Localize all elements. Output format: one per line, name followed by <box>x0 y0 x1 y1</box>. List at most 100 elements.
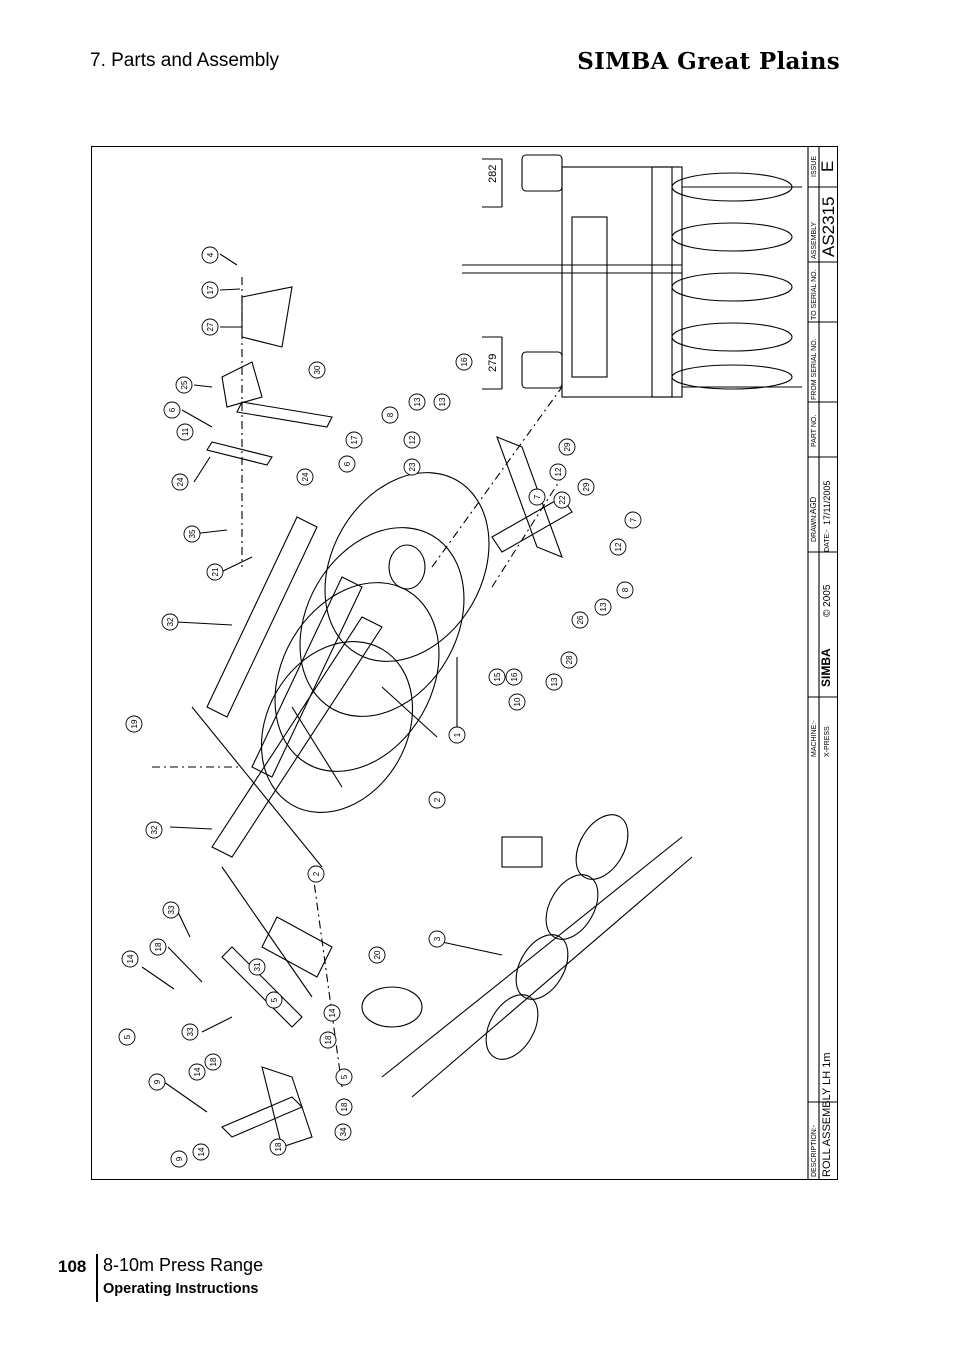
part-no-label: PART NO. <box>811 415 818 447</box>
balloon-label: 5 <box>123 1034 132 1039</box>
balloon-label: 2 <box>312 871 321 876</box>
balloon-label: 18 <box>324 1035 333 1044</box>
machine-value: X-PRESS <box>824 726 831 757</box>
balloon-circle <box>571 611 589 629</box>
balloon-label: 32 <box>166 617 175 626</box>
balloon-circle <box>121 950 139 968</box>
balloon-label: 13 <box>599 602 608 611</box>
balloon-label: 2 <box>433 797 442 802</box>
balloon-circle <box>204 1053 222 1071</box>
balloon-circle <box>448 726 466 744</box>
balloon-circle <box>307 865 325 883</box>
balloon-label: 12 <box>614 542 623 551</box>
balloon-circle <box>296 468 314 486</box>
balloon-label: 15 <box>493 672 502 681</box>
balloon-label: 23 <box>408 462 417 471</box>
balloon-circle <box>145 821 163 839</box>
balloon-circle <box>192 1143 210 1161</box>
balloon-circle <box>148 1073 166 1091</box>
balloon-label: 12 <box>554 467 563 476</box>
balloon-circle <box>560 651 578 669</box>
balloon-circle <box>408 393 426 411</box>
balloon-label: 16 <box>460 357 469 366</box>
balloon-circle <box>334 1123 352 1141</box>
balloon-label: 21 <box>211 567 220 576</box>
balloon-label: 32 <box>150 825 159 834</box>
balloon-circle <box>545 673 563 691</box>
balloon-label: 10 <box>513 697 522 706</box>
balloon-circle <box>319 1031 337 1049</box>
balloon-label: 26 <box>576 615 585 624</box>
issue-label: ISSUE <box>811 156 818 177</box>
balloon-circle <box>161 613 179 631</box>
balloon-circle <box>403 431 421 449</box>
balloon-circle <box>170 1150 188 1168</box>
balloon-label: 13 <box>550 677 559 686</box>
balloon-circle <box>206 563 224 581</box>
to-serial-label: TO SERIAL NO. <box>811 269 818 320</box>
balloon-circle <box>594 598 612 616</box>
dimension-top: 282 <box>487 165 499 183</box>
balloon-circle <box>335 1098 353 1116</box>
balloon-circle <box>201 281 219 299</box>
balloon-label: 22 <box>558 495 567 504</box>
balloon-label: 17 <box>350 435 359 444</box>
balloon-circle <box>553 491 571 509</box>
page-number: 108 <box>58 1257 87 1276</box>
balloon-label: 18 <box>154 942 163 951</box>
balloon-circle <box>505 668 523 686</box>
balloon-label: 20 <box>373 950 382 959</box>
balloon-circle <box>528 488 546 506</box>
balloon-circle <box>201 246 219 264</box>
balloon-circle <box>171 473 189 491</box>
balloon-circle <box>577 478 595 496</box>
balloon-circle <box>558 438 576 456</box>
balloon-label: 30 <box>313 365 322 374</box>
balloon-label: 1 <box>453 732 462 737</box>
balloon-label: 28 <box>565 655 574 664</box>
balloon-circle <box>433 393 451 411</box>
section-title: 7. Parts and Assembly <box>90 50 280 71</box>
balloon-circle <box>265 991 283 1009</box>
balloon-circle <box>616 581 634 599</box>
balloon-label: 7 <box>629 517 638 522</box>
balloon-circle <box>162 901 180 919</box>
copyright: © 2005 <box>822 584 833 617</box>
balloon-circle <box>368 946 386 964</box>
assembly-value: AS2315 <box>819 197 837 258</box>
issue-value: E <box>818 161 837 172</box>
balloon-label: 18 <box>340 1102 349 1111</box>
balloon-label: 29 <box>582 482 591 491</box>
balloon-circle <box>188 1063 206 1081</box>
balloon-label: 13 <box>438 397 447 406</box>
balloon-circle <box>428 930 446 948</box>
balloon-circle <box>183 525 201 543</box>
balloon-label: 18 <box>209 1057 218 1066</box>
balloon-circle <box>308 361 326 379</box>
balloon-label: 33 <box>167 905 176 914</box>
balloon-circle <box>125 715 143 733</box>
balloon-circle <box>624 511 642 529</box>
balloon-circle <box>269 1138 287 1156</box>
balloon-label: 9 <box>175 1156 184 1161</box>
from-serial-label: FROM SERIAL NO. <box>811 338 818 400</box>
balloon-label: 13 <box>413 397 422 406</box>
balloon-circle <box>181 1023 199 1041</box>
balloon-label: 35 <box>188 529 197 538</box>
balloon-label: 18 <box>274 1142 283 1151</box>
balloon-label: 24 <box>176 477 185 486</box>
part-balloons: 4172725306111762424352132193233181453331… <box>118 246 642 1168</box>
balloon-circle <box>201 318 219 336</box>
balloon-label: 14 <box>193 1067 202 1076</box>
balloon-circle <box>338 455 356 473</box>
balloon-label: 7 <box>533 494 542 499</box>
balloon-circle <box>323 1004 341 1022</box>
balloon-label: 14 <box>197 1147 206 1156</box>
balloon-label: 3 <box>433 936 442 941</box>
balloon-label: 9 <box>153 1079 162 1084</box>
balloon-circle <box>345 431 363 449</box>
drawn-label: DRAWN:- <box>811 511 818 542</box>
balloon-label: 31 <box>253 962 262 971</box>
balloon-label: 4 <box>206 252 215 257</box>
dimension-bottom: 279 <box>487 354 499 372</box>
